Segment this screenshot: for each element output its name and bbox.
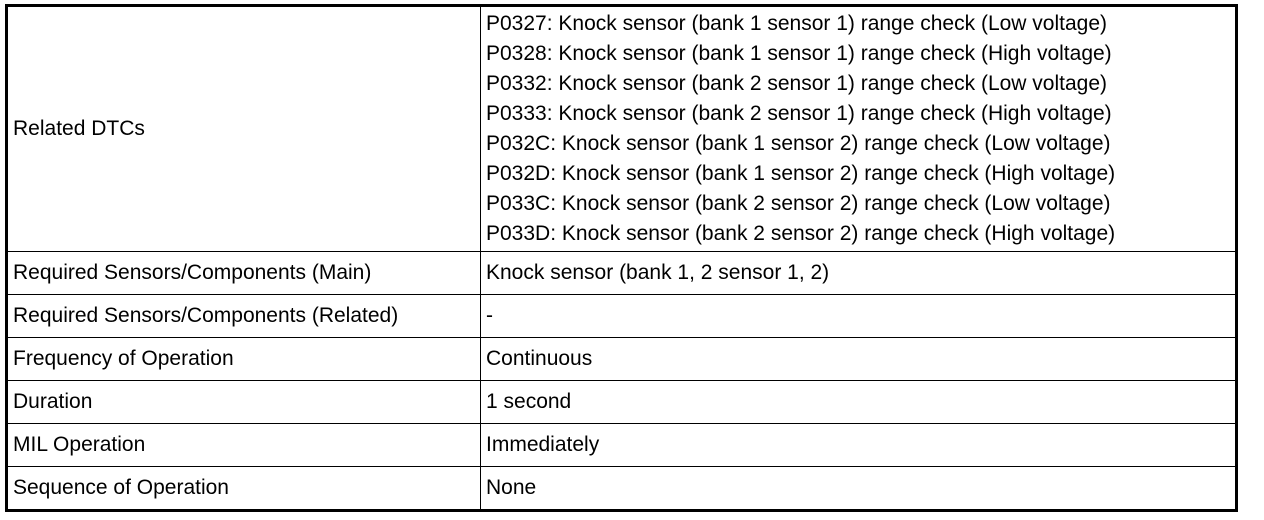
required-main-label: Required Sensors/Components (Main) — [6, 251, 481, 295]
frequency-label: Frequency of Operation — [6, 337, 481, 381]
dtc-item: P032D: Knock sensor (bank 1 sensor 2) ra… — [486, 162, 1116, 185]
required-main-value: Knock sensor (bank 1, 2 sensor 1, 2) — [480, 251, 1237, 295]
dtc-item: P0327: Knock sensor (bank 1 sensor 1) ra… — [486, 12, 1108, 35]
monitor-description-table: Related DTCs P0327: Knock sensor (bank 1… — [5, 4, 1238, 512]
dtc-item: P032C: Knock sensor (bank 1 sensor 2) ra… — [486, 132, 1111, 155]
sequence-value: None — [480, 466, 1237, 511]
dtc-item: P0333: Knock sensor (bank 2 sensor 1) ra… — [486, 102, 1112, 125]
table-row-related-dtcs: Related DTCs P0327: Knock sensor (bank 1… — [6, 5, 1237, 252]
dtc-item: P033D: Knock sensor (bank 2 sensor 2) ra… — [486, 222, 1116, 245]
related-dtcs-list: P0327: Knock sensor (bank 1 sensor 1) ra… — [480, 5, 1237, 252]
mil-operation-label: MIL Operation — [6, 423, 481, 467]
required-related-label: Required Sensors/Components (Related) — [6, 294, 481, 338]
related-dtcs-label: Related DTCs — [6, 5, 481, 252]
table-row-frequency: Frequency of Operation Continuous — [6, 337, 1237, 381]
duration-value: 1 second — [480, 380, 1237, 424]
table-row-sequence: Sequence of Operation None — [6, 466, 1237, 511]
dtc-item: P0332: Knock sensor (bank 2 sensor 1) ra… — [486, 72, 1108, 95]
dtc-item: P033C: Knock sensor (bank 2 sensor 2) ra… — [486, 192, 1111, 215]
table-row-required-related: Required Sensors/Components (Related) - — [6, 294, 1237, 338]
sequence-label: Sequence of Operation — [6, 466, 481, 511]
mil-operation-value: Immediately — [480, 423, 1237, 467]
dtc-item: P0328: Knock sensor (bank 1 sensor 1) ra… — [486, 42, 1112, 65]
table-row-mil-operation: MIL Operation Immediately — [6, 423, 1237, 467]
table-row-required-main: Required Sensors/Components (Main) Knock… — [6, 251, 1237, 295]
frequency-value: Continuous — [480, 337, 1237, 381]
required-related-value: - — [480, 294, 1237, 338]
duration-label: Duration — [6, 380, 481, 424]
table-row-duration: Duration 1 second — [6, 380, 1237, 424]
